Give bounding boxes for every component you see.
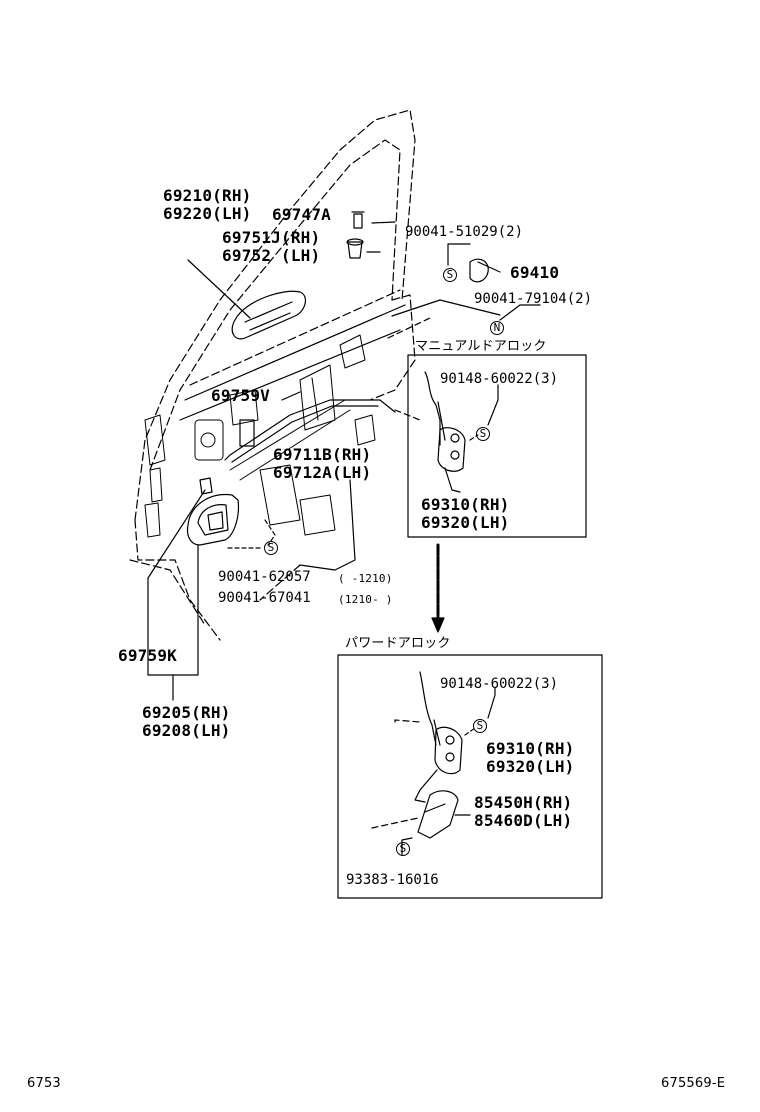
leader-lines-handle [147,221,396,701]
power-lock-caption: パワードアロック [345,636,451,651]
date-range-67041: (1210- ) [338,593,393,606]
screw-symbol-manual-lock: S [476,427,490,441]
screw-symbol-power-lock: S [473,719,487,733]
part-label-69747: 69747A [272,205,331,224]
manual-lock-box [394,354,587,538]
part-label-69220: 69220(LH) [163,204,252,223]
part-label-85450h: 85450H(RH) [474,793,573,812]
part-label-90041-79104: 90041-79104(2) [474,291,593,307]
part-label-90148-power: 90148-60022(3) [440,676,559,692]
outside-door-handle [231,290,307,340]
door-inner-panel [144,334,376,538]
footer-page-code: 6753 [27,1076,61,1091]
screw-symbol-actuator: S [396,842,410,856]
part-label-90148-manual: 90148-60022(3) [440,371,559,387]
lock-rod-69759v [224,399,396,463]
part-label-69759k: 69759K [118,646,177,665]
bolt-and-clip [346,211,365,259]
part-label-69205: 69205(RH) [142,703,231,722]
part-label-69410: 69410 [510,263,560,282]
part-label-69320-manual: 69320(LH) [421,513,510,532]
screw-symbol-handle: S [264,541,278,555]
nut-symbol: N [490,321,504,335]
part-label-69712a: 69712A(LH) [273,463,372,482]
footer-drawing-id: 675569-E [661,1076,726,1091]
part-label-90041-67041: 90041-67041 [218,590,311,606]
power-lock-box [337,654,603,899]
part-label-69759v: 69759V [211,386,270,405]
part-label-90041-62057: 90041-62057 [218,569,311,585]
part-label-69711b: 69711B(RH) [273,445,372,464]
inside-door-handle [186,477,240,546]
part-label-69320-power: 69320(LH) [486,757,575,776]
transition-arrow [431,543,445,633]
part-label-69210: 69210(RH) [163,186,252,205]
screw-symbol-top: S [443,268,457,282]
manual-lock-caption: マニュアルドアロック [415,339,547,354]
door-frame-outline [129,109,416,641]
part-label-90041-51029: 90041-51029(2) [405,224,524,240]
part-label-93383: 93383-16016 [346,872,439,888]
part-label-69751: 69751J(RH) [222,228,321,247]
top-screw-leaders [387,243,541,339]
part-label-85460d: 85460D(LH) [474,811,573,830]
part-label-69310-power: 69310(RH) [486,739,575,758]
part-label-69310-manual: 69310(RH) [421,495,510,514]
date-range-62057: ( -1210) [338,572,393,585]
part-label-69208: 69208(LH) [142,721,231,740]
part-label-69752: 69752 (LH) [222,246,321,265]
